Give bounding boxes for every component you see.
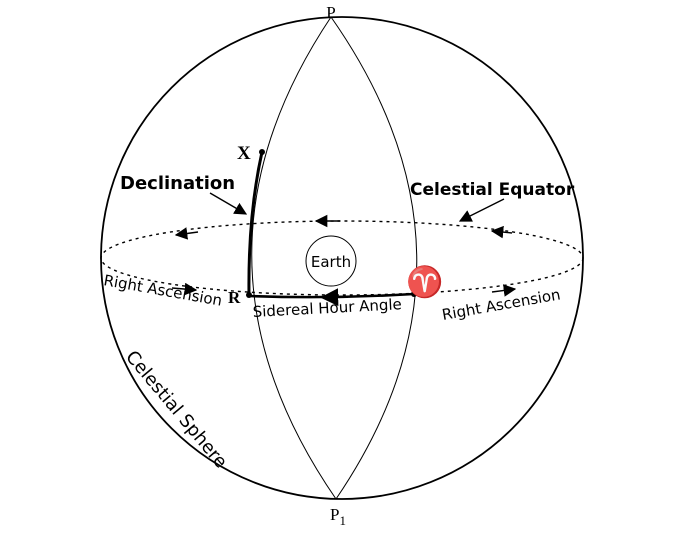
pole-south-label: P1 <box>330 505 346 528</box>
point-x-label: X <box>237 143 251 164</box>
aries-symbol: ♈ <box>406 264 443 299</box>
point-r-label: R <box>228 288 241 307</box>
earth-label: Earth <box>311 253 351 271</box>
celestial-equator-ellipse <box>100 220 584 296</box>
aries-point-dot <box>411 291 417 297</box>
celestial-equator-label: Celestial Equator <box>410 180 575 200</box>
sidereal-hour-angle-label: Sidereal Hour Angle <box>252 295 402 321</box>
right-ascension-left-label: Right Ascension <box>102 271 223 310</box>
equator-arrow-back-left <box>174 227 199 240</box>
pole-south-subscript: 1 <box>339 513 346 528</box>
point-x-dot <box>259 149 265 155</box>
celestial-sphere-label: Celestial Sphere <box>121 347 231 473</box>
equator-arrow-back-right <box>490 225 513 239</box>
celestial-equator-pointer-arrow <box>458 198 505 222</box>
pole-north-label: P <box>326 3 335 22</box>
meridian-arc-right <box>330 16 418 500</box>
earth-circle <box>305 235 357 287</box>
point-r-dot <box>246 292 252 298</box>
declination-line <box>247 151 264 296</box>
pole-south-base: P <box>330 505 339 524</box>
sidereal-hour-angle-arrow <box>320 288 349 307</box>
declination-label: Declination <box>120 173 235 194</box>
meridian-arc-left <box>251 16 337 500</box>
declination-pointer-arrow <box>209 192 248 215</box>
equator-arrow-front-left <box>171 282 198 296</box>
equator-arrow-front-right <box>491 284 517 297</box>
